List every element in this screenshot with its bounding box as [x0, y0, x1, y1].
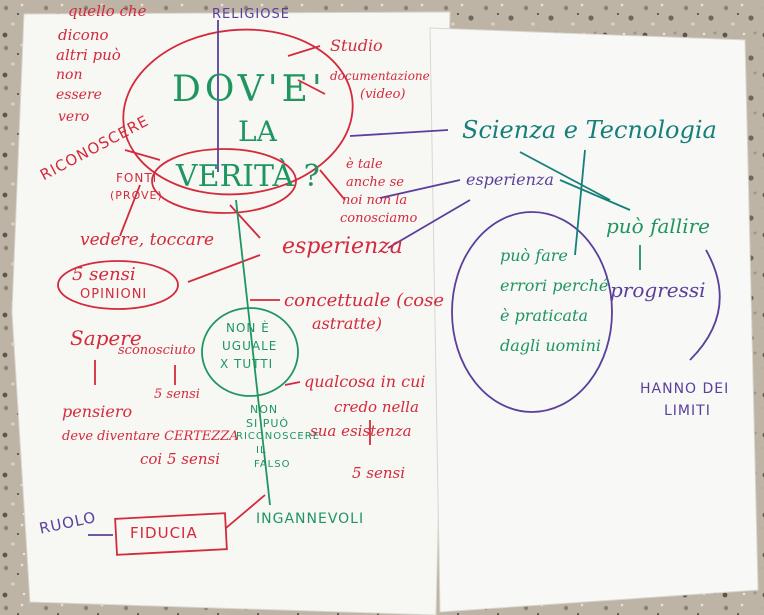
arrow-to-sensi: [187, 254, 261, 283]
red-box-fiducia: [114, 512, 228, 556]
note-fonti: FONTI: [116, 171, 158, 185]
arrow-to-studio: [287, 45, 321, 57]
strokes-teal: [519, 149, 631, 256]
note-deve-diventare: deve diventare CERTEZZA: [62, 429, 239, 444]
teal-arrow-scienza: [519, 151, 611, 201]
note-circle-right-3: è praticata: [500, 306, 588, 325]
strokes-green: [201, 199, 641, 506]
purple-circle-right: [451, 211, 613, 413]
note-qualcosa-1: qualcosa in cui: [304, 372, 426, 391]
note-non-si-puo-3: RICONOSCERE: [236, 431, 321, 442]
note-top-left-3: altri può: [56, 46, 121, 64]
note-circle-right-4: dagli uomini: [500, 336, 601, 355]
note-concettuale-2: astratte): [312, 314, 382, 333]
arrow-to-vedere: [119, 184, 141, 237]
right-paper-sheet: [429, 27, 759, 613]
note-etale-3: noi non la: [342, 193, 408, 208]
arrow-to-qualcosa: [284, 381, 301, 386]
note-fiducia: FIDUCIA: [130, 524, 198, 542]
red-oval-sensi: [57, 260, 179, 310]
note-ingannevoli: INGANNEVOLI: [256, 511, 365, 527]
green-circle: [201, 307, 299, 397]
note-non-e-uguale-3: X TUTTI: [220, 357, 274, 371]
purple-curve-limiti: [689, 249, 721, 361]
note-5-sensi: 5 sensi: [72, 264, 136, 285]
green-line-down: [235, 199, 271, 506]
note-studio: Studio: [330, 36, 383, 55]
note-non-si-puo-5: FALSO: [254, 459, 291, 470]
note-qualcosa-3: sua esistenza: [310, 422, 412, 440]
note-concettuale-1: concettuale (cose: [284, 290, 444, 311]
note-5-sensi-b: 5 sensi: [154, 387, 200, 402]
note-top-left-2: dicono: [58, 26, 109, 44]
title-dove: DOV'E': [172, 69, 326, 110]
title-la: LA: [238, 115, 277, 148]
note-pensiero: pensiero: [62, 402, 133, 421]
title-verita: VERITÀ ?: [176, 159, 320, 194]
note-qualcosa-2: credo nella: [334, 398, 419, 416]
note-top-left-4: non: [56, 67, 83, 83]
note-vedere-toccare: vedere, toccare: [80, 230, 215, 250]
note-religiose: RELIGIOSE: [212, 7, 290, 22]
note-coi-5-sensi: coi 5 sensi: [140, 450, 221, 468]
arrow-to-riconoscere: [124, 149, 161, 161]
note-prove: (PROVE): [110, 189, 163, 202]
note-circle-right-2: errori perché: [500, 276, 609, 295]
note-video: (video): [360, 87, 406, 102]
arrow-to-etale: [319, 169, 346, 201]
note-top-left-6: vero: [58, 109, 90, 125]
note-circle-right-1: può fare: [500, 246, 568, 265]
note-opinioni: OPINIONI: [80, 287, 148, 302]
note-sapere: Sapere: [70, 326, 142, 350]
purple-arrow-back: [387, 199, 471, 249]
note-esperienza-right: esperienza: [466, 170, 554, 189]
purple-arrow-scienza: [349, 129, 449, 137]
note-etale-4: conosciamo: [340, 211, 418, 226]
note-non-e-uguale-2: UGUALE: [222, 339, 278, 353]
red-oval-big: [122, 28, 354, 196]
note-etale-1: è tale: [346, 157, 383, 172]
note-esperienza-left: esperienza: [282, 234, 403, 259]
teal-arrow-to-fallire: [559, 179, 631, 211]
note-sconosciuto: sconosciuto: [118, 343, 196, 358]
strokes-purple: [88, 20, 721, 536]
line-fiducia-up: [225, 494, 266, 529]
note-progressi: progressi: [610, 278, 706, 302]
note-top-left-5: essere: [56, 87, 102, 103]
left-paper-sheet: [11, 11, 451, 615]
note-top-left-1: quello che: [68, 2, 147, 20]
note-documentazione: documentazione: [330, 69, 430, 83]
note-non-si-puo-2: SI PUÒ: [246, 417, 290, 430]
note-hanno-limiti-1: HANNO DEI: [640, 381, 730, 397]
arrow-to-documentazione: [297, 79, 326, 95]
note-etale-2: anche se: [346, 175, 404, 190]
note-scienza-tecnologia: Scienza e Tecnologia: [462, 116, 717, 144]
note-5-sensi-c: 5 sensi: [352, 464, 406, 482]
arrow-to-esperienza: [229, 204, 261, 239]
note-non-si-puo-4: IL: [256, 445, 267, 456]
red-oval-verita: [151, 148, 297, 214]
note-non-si-puo-1: NON: [250, 403, 279, 416]
note-puo-fallire: può fallire: [606, 214, 710, 238]
note-non-e-uguale-1: NON È: [226, 321, 270, 335]
strokes-red: [57, 28, 371, 556]
note-hanno-limiti-2: LIMITI: [664, 403, 711, 419]
purple-arrow-esperienza: [379, 179, 461, 199]
teal-arrow-down: [574, 149, 586, 256]
